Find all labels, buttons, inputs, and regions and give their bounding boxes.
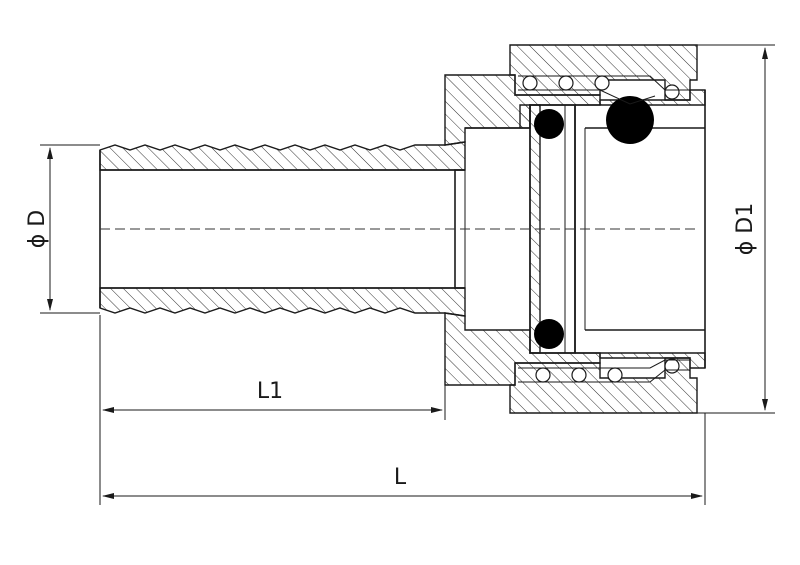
- dimension-l: L: [102, 413, 706, 505]
- dimension-l-label: L: [394, 465, 407, 490]
- dimension-l1: L1: [99, 315, 446, 505]
- bearing-balls-upper: [518, 75, 690, 105]
- o-ring-upper: [534, 109, 564, 139]
- dimension-d: ϕ D: [25, 144, 100, 314]
- o-ring-lower: [534, 319, 564, 349]
- dimension-d1-label: ϕ D1: [733, 203, 758, 255]
- dimension-d-label: ϕ D: [25, 210, 50, 248]
- dimension-l1-label: L1: [257, 379, 283, 404]
- dimension-d1: ϕ D1: [697, 44, 775, 414]
- bearing-balls-lower: [518, 358, 690, 383]
- hose-tail-lower-wall: [99, 287, 466, 317]
- hose-tail-upper-wall: [99, 141, 466, 171]
- locking-ball: [606, 96, 654, 144]
